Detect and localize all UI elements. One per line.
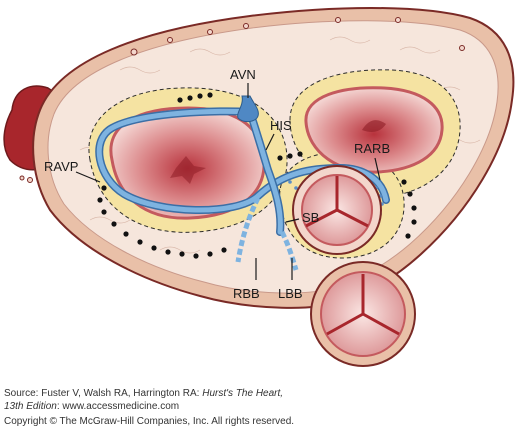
leader-lines <box>75 83 381 280</box>
label-rbb: RBB <box>233 286 260 301</box>
source-citation: Source: Fuster V, Walsh RA, Harrington R… <box>4 388 516 399</box>
label-his: HIS <box>270 118 292 133</box>
edition-text: 13th Edition <box>4 401 57 412</box>
tricuspid-center <box>170 156 206 184</box>
mitral-center <box>362 120 386 132</box>
label-rarb: RARB <box>354 141 390 156</box>
coronary-vessels <box>19 17 465 183</box>
website-text: : www.accessmedicine.com <box>56 401 180 412</box>
copyright-line: Copyright © The McGraw-Hill Companies, I… <box>4 416 295 427</box>
source-prefix: Source: Fuster V, Walsh RA, Harrington R… <box>4 388 203 399</box>
edition-line: 13th Edition: www.accessmedicine.com <box>4 401 516 412</box>
aortic-valve-commissures <box>305 176 369 228</box>
dotted-boundary <box>97 92 417 259</box>
tissue-fibres <box>79 36 481 254</box>
label-ravp: RAVP <box>44 159 78 174</box>
label-sb: SB <box>302 210 319 225</box>
source-title: Hurst's The Heart, <box>202 388 284 399</box>
label-avn: AVN <box>230 67 256 82</box>
label-lbb: LBB <box>278 286 303 301</box>
pulmonary-valve-commissures <box>326 274 400 336</box>
heart-cross-section-diagram: AVN HIS RAVP RARB SB RBB LBB <box>3 7 515 367</box>
av-node <box>237 95 259 123</box>
